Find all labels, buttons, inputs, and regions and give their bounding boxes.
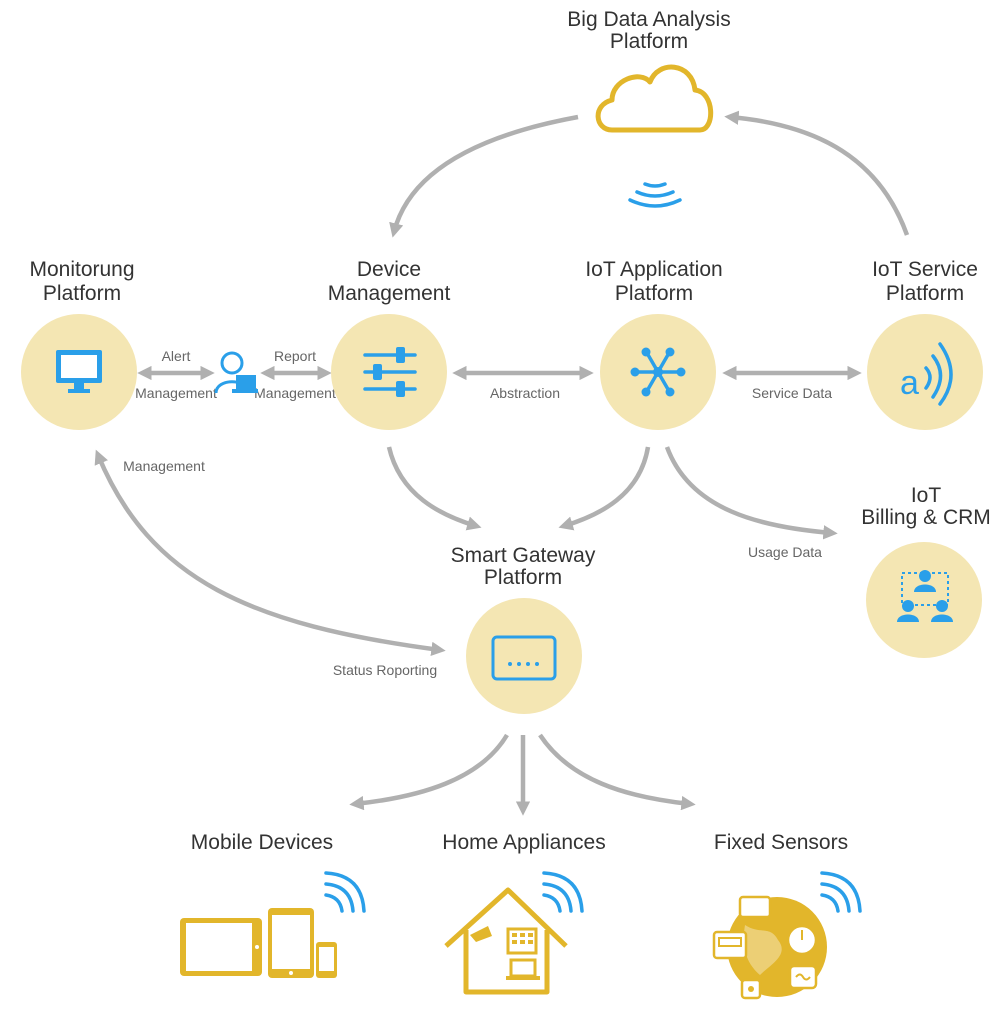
svg-text:a: a <box>900 364 919 402</box>
wifi-signal-icon-home <box>542 871 584 913</box>
signal-a-icon: a <box>900 342 953 406</box>
wifi-signal-icon-mobile <box>324 871 366 913</box>
house-icon <box>444 887 568 995</box>
arrow-service-to-bigdata <box>724 110 910 236</box>
sliders-icon <box>363 347 417 397</box>
iot-service-title-line1: IoT Service <box>872 258 978 281</box>
alert-label-line1: Alert <box>162 348 191 364</box>
node-device-management <box>331 314 447 430</box>
user-with-laptop-icon <box>214 351 258 394</box>
big-data-title-line1: Big Data Analysis <box>567 8 730 31</box>
arrows <box>94 110 910 816</box>
node-big-data <box>595 64 714 208</box>
big-data-title-line2: Platform <box>610 30 688 53</box>
report-label-line2: Management <box>254 385 336 401</box>
iot-service-title-line2: Platform <box>886 282 964 305</box>
device-management-title-line1: Device <box>357 258 421 281</box>
monitor-icon <box>56 350 102 393</box>
gateway-icon <box>491 635 557 681</box>
abstraction-label: Abstraction <box>490 385 560 401</box>
wifi-waves-icon <box>628 182 682 208</box>
node-monitoring <box>21 314 137 430</box>
usage-data-label: Usage Data <box>748 544 822 560</box>
monitoring-title-line2: Platform <box>43 282 121 305</box>
iot-service-node-circle <box>867 314 983 430</box>
home-appliances-title: Home Appliances <box>442 831 605 854</box>
arrow-status-reporting <box>94 449 446 657</box>
arrow-bigdata-to-device <box>389 114 579 238</box>
iot-application-title-line2: Platform <box>615 282 693 305</box>
sensors-globe-icon <box>712 895 827 1000</box>
device-management-title-line2: Management <box>328 282 451 305</box>
cloud-icon <box>595 64 714 133</box>
alert-label-line2: Management <box>135 385 217 401</box>
management-label: Management <box>123 458 205 474</box>
iot-billing-title-line1: IoT <box>911 484 942 507</box>
iot-billing-title-line2: Billing & CRM <box>861 506 991 529</box>
node-fixed-sensors <box>712 871 862 1000</box>
mobile-devices-icon <box>180 908 337 978</box>
node-mobile-devices <box>180 871 366 978</box>
arrow-usage-data <box>664 446 838 540</box>
arrow-gateway-to-mobile <box>349 733 509 811</box>
iot-billing-node-circle <box>866 542 982 658</box>
mobile-devices-title: Mobile Devices <box>191 831 333 854</box>
node-smart-gateway <box>466 598 582 714</box>
node-iot-application <box>600 314 716 430</box>
arrow-gateway-to-sensors <box>538 733 696 811</box>
wifi-signal-icon-sensors <box>820 871 862 913</box>
service-data-label: Service Data <box>752 385 832 401</box>
edge-labels: Alert Management Report Management Abstr… <box>123 348 832 678</box>
iot-application-title-line1: IoT Application <box>585 258 722 281</box>
node-iot-service: a <box>867 314 983 430</box>
network-hub-icon <box>630 347 686 397</box>
team-icon <box>897 570 953 622</box>
smart-gateway-node-circle <box>466 598 582 714</box>
node-home-appliances <box>444 871 584 995</box>
fixed-sensors-title: Fixed Sensors <box>714 831 848 854</box>
monitoring-title-line1: Monitorung <box>29 258 134 281</box>
arrow-app-to-gateway <box>558 446 651 531</box>
smart-gateway-title-line1: Smart Gateway <box>451 544 596 567</box>
status-reporting-label: Status Roporting <box>333 662 437 678</box>
smart-gateway-title-line2: Platform <box>484 566 562 589</box>
report-label-line1: Report <box>274 348 316 364</box>
node-iot-billing <box>866 542 982 658</box>
node-titles: Big Data Analysis Platform Monitorung Pl… <box>29 8 990 854</box>
arrow-device-to-gateway <box>386 446 482 531</box>
